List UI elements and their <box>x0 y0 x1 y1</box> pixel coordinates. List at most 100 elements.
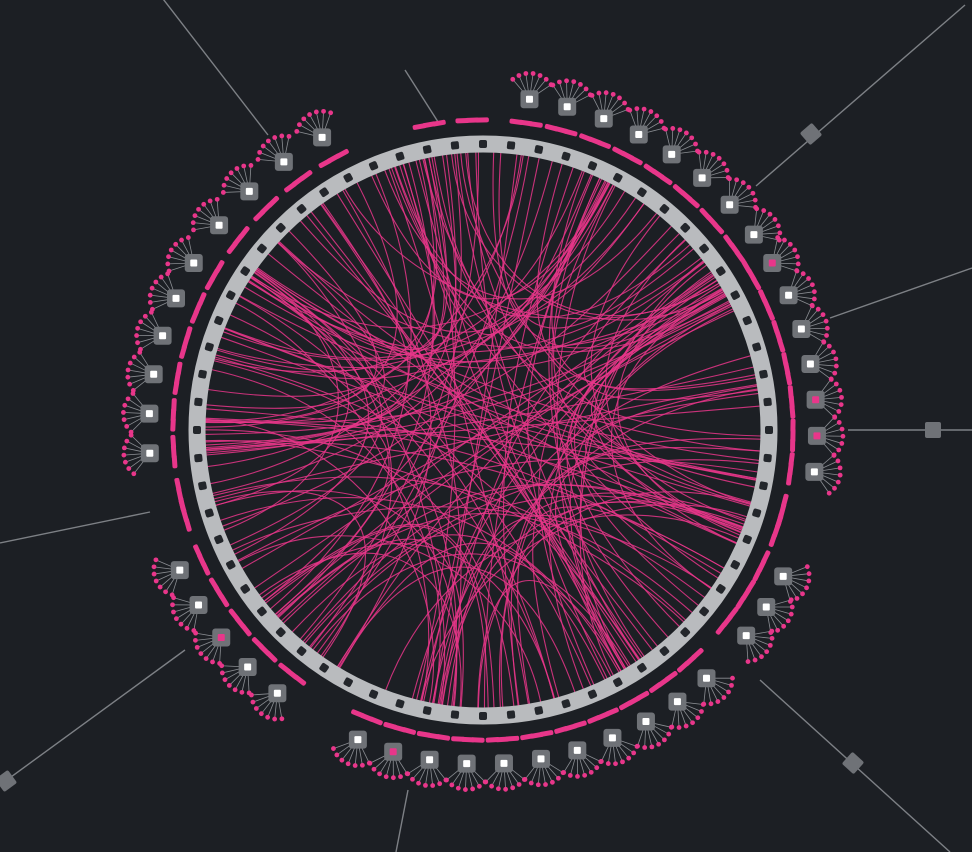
leaf-dot-icon <box>785 618 791 624</box>
node-core-icon <box>245 187 253 195</box>
port-tag-icon <box>451 736 466 742</box>
chord-line <box>422 158 738 544</box>
leaf-dot-icon <box>366 760 372 766</box>
leaf-dot-icon <box>627 107 633 113</box>
node-cluster <box>649 670 706 730</box>
node-cluster <box>165 235 225 291</box>
leaf-dot-icon <box>837 472 843 478</box>
leaf-dot-icon <box>234 166 240 171</box>
node-cluster <box>723 206 783 263</box>
chord-line <box>394 166 691 319</box>
leaf-dot-icon <box>696 149 702 155</box>
node-cluster <box>612 106 667 166</box>
leaf-dot-icon <box>767 642 773 648</box>
leaf-dot-icon <box>775 627 781 633</box>
leaf-dot-icon <box>516 73 522 78</box>
leaf-dot-icon <box>838 402 844 408</box>
leaf-dot-icon <box>169 592 175 598</box>
node-core-icon <box>426 756 434 764</box>
chord-line <box>338 542 612 677</box>
leaf-dot-icon <box>131 471 137 477</box>
leaf-dot-icon <box>835 479 841 485</box>
leaf-dot-icon <box>265 138 271 144</box>
leaf-dot-icon <box>775 223 781 229</box>
leaf-dot-icon <box>764 649 770 655</box>
port-tag-icon <box>299 170 313 181</box>
leaf-dot-icon <box>135 340 140 346</box>
node-cluster <box>125 349 183 395</box>
port-tag-icon <box>777 338 786 353</box>
port-tag-icon <box>485 737 500 743</box>
leaf-dot-icon <box>649 744 655 750</box>
chord-line <box>232 506 713 589</box>
chord-line <box>207 159 435 397</box>
ring-port-icon <box>204 508 214 518</box>
leaf-dot-icon <box>820 312 826 318</box>
leaf-dot-icon <box>710 151 716 157</box>
node-core-icon <box>217 633 225 641</box>
leaf-dot-icon <box>824 325 830 331</box>
node-cluster <box>249 662 307 722</box>
chord-line <box>583 239 759 401</box>
leaf-dot-icon <box>198 651 204 657</box>
ring-port-icon <box>240 584 250 594</box>
chord-line <box>215 276 350 507</box>
ring-port-icon <box>699 243 709 254</box>
chord-line <box>566 276 716 638</box>
port-tag-icon <box>197 292 207 306</box>
ring-port-icon <box>730 560 740 570</box>
node-core-icon <box>145 410 153 418</box>
node-cluster <box>455 117 489 124</box>
node-core-icon <box>813 432 821 440</box>
leaf-dot-icon <box>752 657 758 663</box>
leaf-dot-icon <box>503 786 509 792</box>
chord-line <box>432 154 518 704</box>
leaf-dot-icon <box>157 584 163 590</box>
leaf-dot-icon <box>837 465 843 471</box>
leaf-dot-icon <box>470 786 476 792</box>
node-cluster <box>715 606 775 664</box>
ring-port-icon <box>587 161 598 171</box>
chord-line <box>304 459 760 644</box>
leaf-dot-icon <box>726 689 731 695</box>
external-link-line <box>395 789 409 852</box>
node-core-icon <box>463 760 471 768</box>
ring-port-icon <box>659 204 670 214</box>
leaf-dot-icon <box>795 254 800 260</box>
ring-port-icon <box>368 161 379 171</box>
port-tag-icon <box>789 404 796 419</box>
leaf-dot-icon <box>634 106 640 112</box>
leaf-dot-icon <box>510 785 516 791</box>
ring-port-icon <box>319 663 329 673</box>
leaf-dot-icon <box>578 82 583 87</box>
chord-line <box>385 514 740 691</box>
port-tag-icon <box>659 174 673 186</box>
leaf-dot-icon <box>390 775 396 781</box>
leaf-dot-icon <box>191 227 196 233</box>
node-core-icon <box>354 736 362 744</box>
leaf-dot-icon <box>826 490 832 496</box>
leaf-dot-icon <box>449 782 455 788</box>
leaf-dot-icon <box>147 300 153 305</box>
leaf-dot-icon <box>695 715 701 721</box>
chord-line <box>477 579 622 709</box>
ring-port-icon <box>275 627 286 638</box>
leaf-dot-icon <box>782 237 787 243</box>
leaf-dot-icon <box>530 71 536 76</box>
leaf-dot-icon <box>617 95 622 101</box>
port-tag-icon <box>238 226 250 239</box>
leaf-dot-icon <box>750 190 756 196</box>
chord-line <box>213 360 390 616</box>
leaf-dot-icon <box>715 699 721 704</box>
leaf-dot-icon <box>437 781 443 787</box>
ring-port-icon <box>613 677 623 687</box>
leaf-dot-icon <box>575 774 580 779</box>
leaf-dot-icon <box>745 659 751 664</box>
ring-port-icon <box>752 508 762 518</box>
leaf-dot-icon <box>833 356 839 362</box>
leaf-dot-icon <box>683 723 689 729</box>
leaf-dot-icon <box>589 92 595 98</box>
chord-line <box>212 476 687 621</box>
node-cluster <box>771 302 830 353</box>
node-cluster <box>786 452 843 496</box>
